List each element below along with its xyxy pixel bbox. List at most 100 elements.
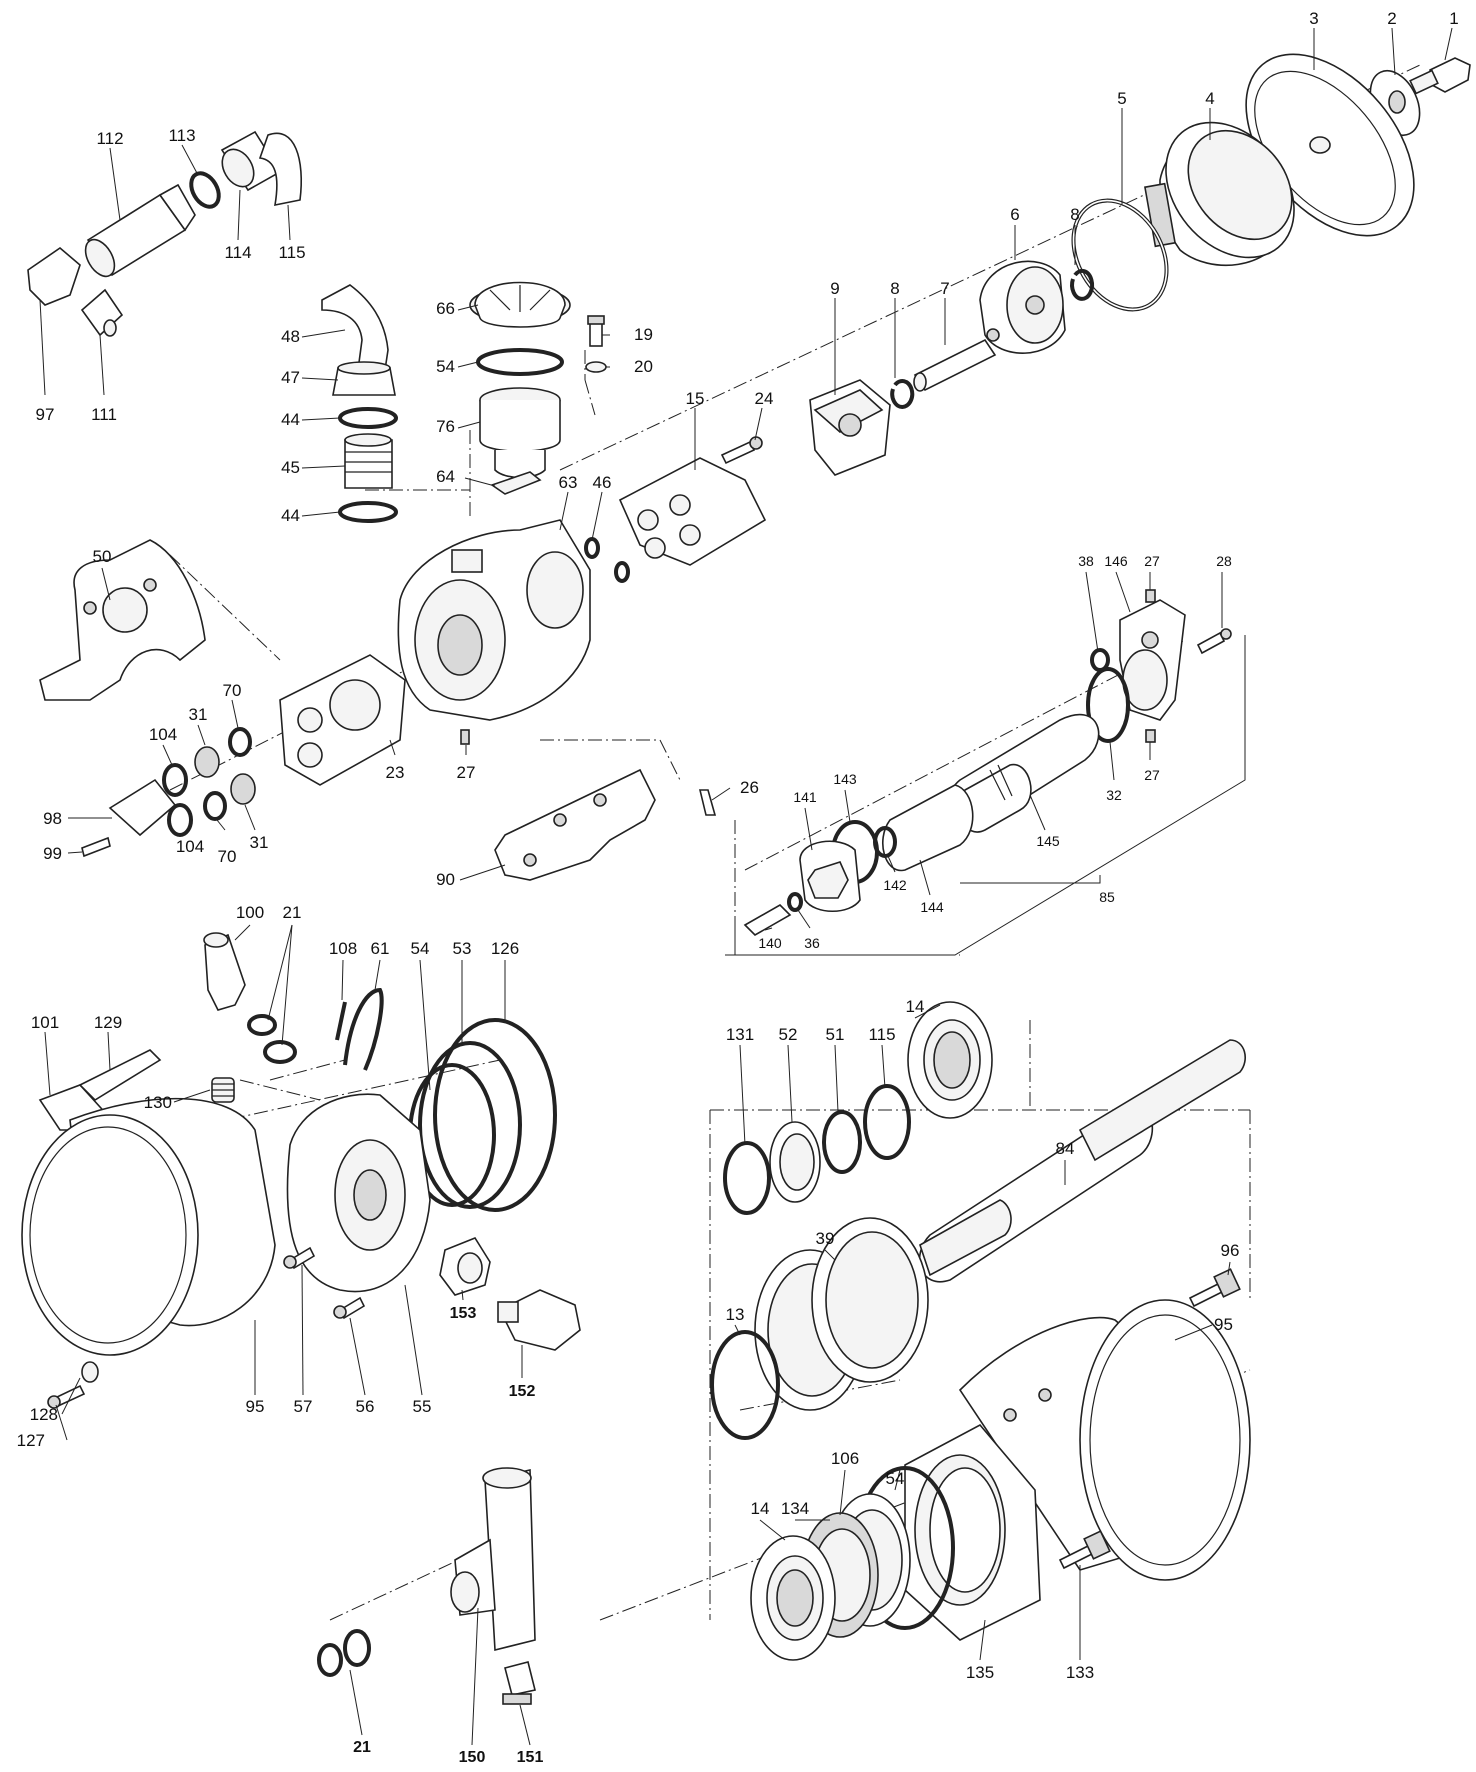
label-20: 20 <box>634 357 653 376</box>
label-24: 24 <box>755 389 774 408</box>
label-99: 99 <box>43 844 62 863</box>
label-63: 63 <box>559 473 578 492</box>
part-70-31-104-98-valves <box>81 727 256 858</box>
part-66-filter-cap <box>469 281 571 328</box>
part-21-orings-b <box>317 1629 371 1677</box>
part-100-fitting <box>203 932 246 1011</box>
part-52-ring <box>769 1121 821 1203</box>
part-90-bracket <box>494 768 656 881</box>
label-142: 142 <box>883 877 907 893</box>
label-106: 106 <box>831 1449 859 1468</box>
label-48: 48 <box>281 327 300 346</box>
part-54-oring-a <box>476 348 564 376</box>
part-44-oring-a <box>338 407 398 429</box>
part-15-valve-cover <box>618 457 767 566</box>
part-113-oring <box>189 171 221 209</box>
label-141: 141 <box>793 789 817 805</box>
label-52: 52 <box>779 1025 798 1044</box>
part-130-spring <box>211 1077 235 1103</box>
label-133: 133 <box>1066 1663 1094 1682</box>
label-32: 32 <box>1106 787 1122 803</box>
label-1: 1 <box>1449 9 1458 28</box>
part-6-eccentric <box>979 260 1066 354</box>
label-26: 26 <box>740 778 759 797</box>
label-115-a: 115 <box>278 243 305 262</box>
label-129: 129 <box>94 1013 122 1032</box>
label-95-b: 95 <box>1214 1315 1233 1334</box>
label-151: 151 <box>517 1749 544 1766</box>
label-101: 101 <box>31 1013 59 1032</box>
part-114-nut <box>220 130 282 192</box>
part-95-bell-right <box>958 1299 1251 1581</box>
label-146: 146 <box>1104 553 1128 569</box>
part-14-bearing-a <box>907 1001 993 1119</box>
label-112: 112 <box>96 129 123 148</box>
label-66: 66 <box>436 299 455 318</box>
part-32-oring <box>1086 667 1130 743</box>
part-150-tee <box>450 1467 536 1652</box>
label-44-a: 44 <box>281 410 300 429</box>
part-54-53-126-seals <box>408 1018 557 1212</box>
part-44-oring-b <box>338 501 398 523</box>
label-85: 85 <box>1099 889 1115 905</box>
label-14-a: 14 <box>906 997 925 1016</box>
part-144-cylinder-small <box>882 784 974 872</box>
part-55-head <box>286 1093 431 1293</box>
part-108-pin <box>335 1001 347 1041</box>
part-111-nut <box>80 288 124 337</box>
label-19: 19 <box>634 325 653 344</box>
part-46-orings <box>584 537 630 583</box>
part-48-elbow <box>321 284 389 371</box>
part-84-shaft <box>918 1039 1246 1283</box>
leader-lines <box>39 27 1453 1746</box>
part-95-bell-left <box>21 1097 276 1356</box>
label-98: 98 <box>43 809 62 828</box>
part-146-manifold <box>1119 599 1186 721</box>
part-133-screw <box>1058 1530 1111 1570</box>
label-108: 108 <box>329 939 357 958</box>
label-150: 150 <box>459 1749 486 1766</box>
label-54-b: 54 <box>411 939 430 958</box>
label-131: 131 <box>726 1025 754 1044</box>
label-126: 126 <box>491 939 519 958</box>
label-70-a: 70 <box>223 681 242 700</box>
label-45: 45 <box>281 458 300 477</box>
label-50: 50 <box>93 547 112 566</box>
part-47-nut <box>332 361 396 396</box>
label-54-a: 54 <box>436 357 455 376</box>
label-47: 47 <box>281 368 300 387</box>
part-1-plug <box>1409 57 1471 95</box>
label-143: 143 <box>833 771 857 787</box>
part-152-fitting <box>497 1289 581 1351</box>
label-104-b: 104 <box>176 837 204 856</box>
label-13: 13 <box>726 1305 745 1324</box>
label-127: 127 <box>17 1431 45 1450</box>
part-128-washer <box>81 1361 99 1383</box>
label-96: 96 <box>1221 1241 1240 1260</box>
label-27-c: 27 <box>1144 767 1160 783</box>
part-24-screw <box>720 436 763 465</box>
label-44-b: 44 <box>281 506 300 525</box>
label-21-a: 21 <box>283 903 302 922</box>
label-31-a: 31 <box>189 705 208 724</box>
label-55: 55 <box>413 1397 432 1416</box>
label-4: 4 <box>1205 89 1214 108</box>
part-27-grubscrew-a <box>460 729 470 745</box>
label-14-b: 14 <box>751 1499 770 1518</box>
part-97-elbow <box>27 246 81 306</box>
label-36: 36 <box>804 935 820 951</box>
label-97: 97 <box>36 405 55 424</box>
label-144: 144 <box>920 899 944 915</box>
part-61-clip <box>343 987 384 1071</box>
label-84: 84 <box>1056 1139 1075 1158</box>
part-127-screw <box>47 1384 86 1409</box>
label-61: 61 <box>371 939 390 958</box>
label-3: 3 <box>1309 9 1318 28</box>
part-8-circlip-b <box>890 379 915 409</box>
part-36-140-valve <box>743 892 803 936</box>
label-111: 111 <box>91 405 117 424</box>
part-5-oring <box>1071 198 1169 312</box>
part-115-elbow-fitting <box>258 132 303 207</box>
label-53: 53 <box>453 939 472 958</box>
